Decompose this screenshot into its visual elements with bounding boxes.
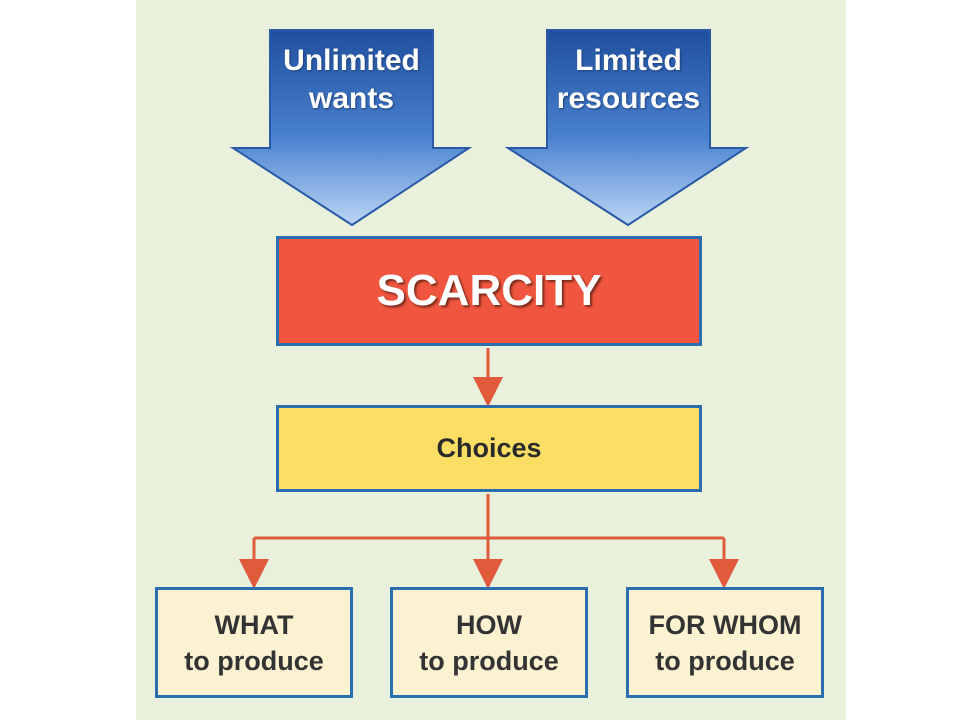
choices-label: Choices — [436, 433, 542, 463]
limited-resources-label: Limited resources — [540, 42, 717, 118]
unlimited-wants-line1: Unlimited — [283, 44, 420, 77]
limited-resources-line2: resources — [556, 82, 701, 115]
limited-resources-arrow — [504, 29, 750, 227]
how-line1: HOW — [456, 609, 522, 640]
unlimited-wants-line2: wants — [308, 82, 395, 115]
scarcity-box: SCARCITY — [276, 236, 702, 346]
for-whom-line1: FOR WHOM — [648, 609, 802, 640]
for-whom-line2: to produce — [655, 645, 795, 676]
what-to-produce-box: WHAT to produce — [155, 587, 353, 698]
what-line1: WHAT — [214, 609, 294, 640]
choices-box: Choices — [276, 405, 702, 492]
what-line2: to produce — [184, 645, 324, 676]
unlimited-wants-arrow — [229, 29, 473, 227]
for-whom-to-produce-box: FOR WHOM to produce — [626, 587, 824, 698]
how-line2: to produce — [419, 645, 559, 676]
scarcity-label: SCARCITY — [376, 266, 602, 315]
how-to-produce-box: HOW to produce — [390, 587, 588, 698]
limited-resources-line1: Limited — [575, 44, 682, 77]
unlimited-wants-label: Unlimited wants — [270, 42, 433, 118]
